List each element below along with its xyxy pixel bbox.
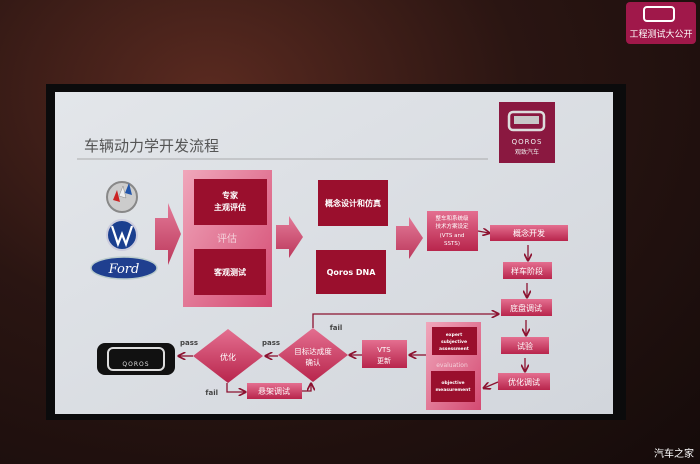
target-line: 整车和系统级 [435, 214, 469, 222]
vts-line: 更新 [377, 356, 391, 365]
qoros-end-logo: QOROS [97, 343, 175, 375]
evaluation-group-label: 评估 [217, 232, 237, 245]
expert-label: 专家 [222, 190, 239, 200]
target-line: 技术方案设定 [435, 222, 469, 230]
ford-logo: Ford [90, 256, 158, 280]
eval-line: assessment [439, 346, 470, 352]
stage-label: 底盘调试 [510, 303, 542, 313]
qoros-dna-label: Qoros DNA [327, 268, 377, 277]
stage-prototype: 样车阶段 [503, 262, 552, 279]
arrow-right-icon [155, 203, 181, 265]
target-line: SSTS) [444, 241, 460, 247]
target-setting-box: 整车和系统级 技术方案设定 (VTS and SSTS) [427, 211, 478, 251]
decision-line: 优化 [220, 352, 236, 362]
eval-line: expert [446, 332, 463, 338]
eval-line: objective [441, 380, 464, 386]
end-logo-text: QOROS [122, 361, 149, 368]
pass-label: pass [262, 339, 280, 347]
pass-label: pass [180, 339, 198, 347]
stage-label: 优化调试 [508, 377, 540, 387]
fail-label: fail [205, 389, 218, 397]
watermark: 汽车之家 [654, 447, 694, 460]
brand-logo-text: QOROS [512, 138, 543, 146]
decision-line: 目标达成度 [294, 346, 332, 356]
stage-chassis-tuning: 底盘调试 [501, 299, 552, 316]
optimize-decision-diamond: 优化 [193, 329, 263, 383]
stage-optimize-tuning: 优化调试 [498, 373, 550, 390]
arrow-right-icon [276, 216, 303, 258]
concept-design-box: 概念设计和仿真 [318, 180, 388, 226]
qoros-dna-box: Qoros DNA [316, 250, 386, 294]
target-decision-diamond: 目标达成度 确认 [278, 328, 348, 382]
brand-name-cn: 观致汽车 [515, 148, 539, 156]
eval-label: evaluation [436, 362, 468, 369]
buick-logo [106, 181, 138, 213]
badge-label: 工程测试大公开 [629, 28, 692, 40]
arrow-right-icon [396, 217, 423, 259]
vts-line: VTS [377, 346, 391, 354]
decision-line: 确认 [306, 357, 321, 367]
objective-test-label: 客观测试 [213, 267, 246, 277]
qoros-brand-logo: QOROS 观致汽车 [499, 102, 555, 163]
slide-title: 车辆动力学开发流程 [84, 137, 219, 155]
fail-label: fail [330, 324, 343, 332]
volkswagen-logo [106, 219, 138, 251]
suspension-tuning-box: 悬架调试 [247, 383, 302, 399]
concept-design-label: 概念设计和仿真 [325, 198, 381, 208]
stage-label: 概念开发 [513, 228, 545, 238]
stage-label: 试验 [517, 341, 533, 351]
stage-concept-dev: 概念开发 [490, 225, 568, 241]
stage-label: 样车阶段 [511, 266, 543, 276]
evaluation-group: 专家 主观评估 评估 客观测试 [183, 170, 272, 307]
target-line: (VTS and [440, 233, 465, 239]
subjective-label: 主观评估 [214, 202, 246, 212]
evaluation-box: expert subjective assessment evaluation … [426, 322, 481, 410]
ford-logo-text: Ford [108, 262, 140, 277]
eval-line: measurement [435, 387, 471, 393]
stage-testing: 试验 [501, 337, 549, 354]
suspension-label: 悬架调试 [258, 386, 290, 396]
top-badge: 工程测试大公开 [626, 2, 696, 44]
eval-line: subjective [441, 339, 467, 345]
vts-update-box: VTS 更新 [362, 340, 407, 368]
